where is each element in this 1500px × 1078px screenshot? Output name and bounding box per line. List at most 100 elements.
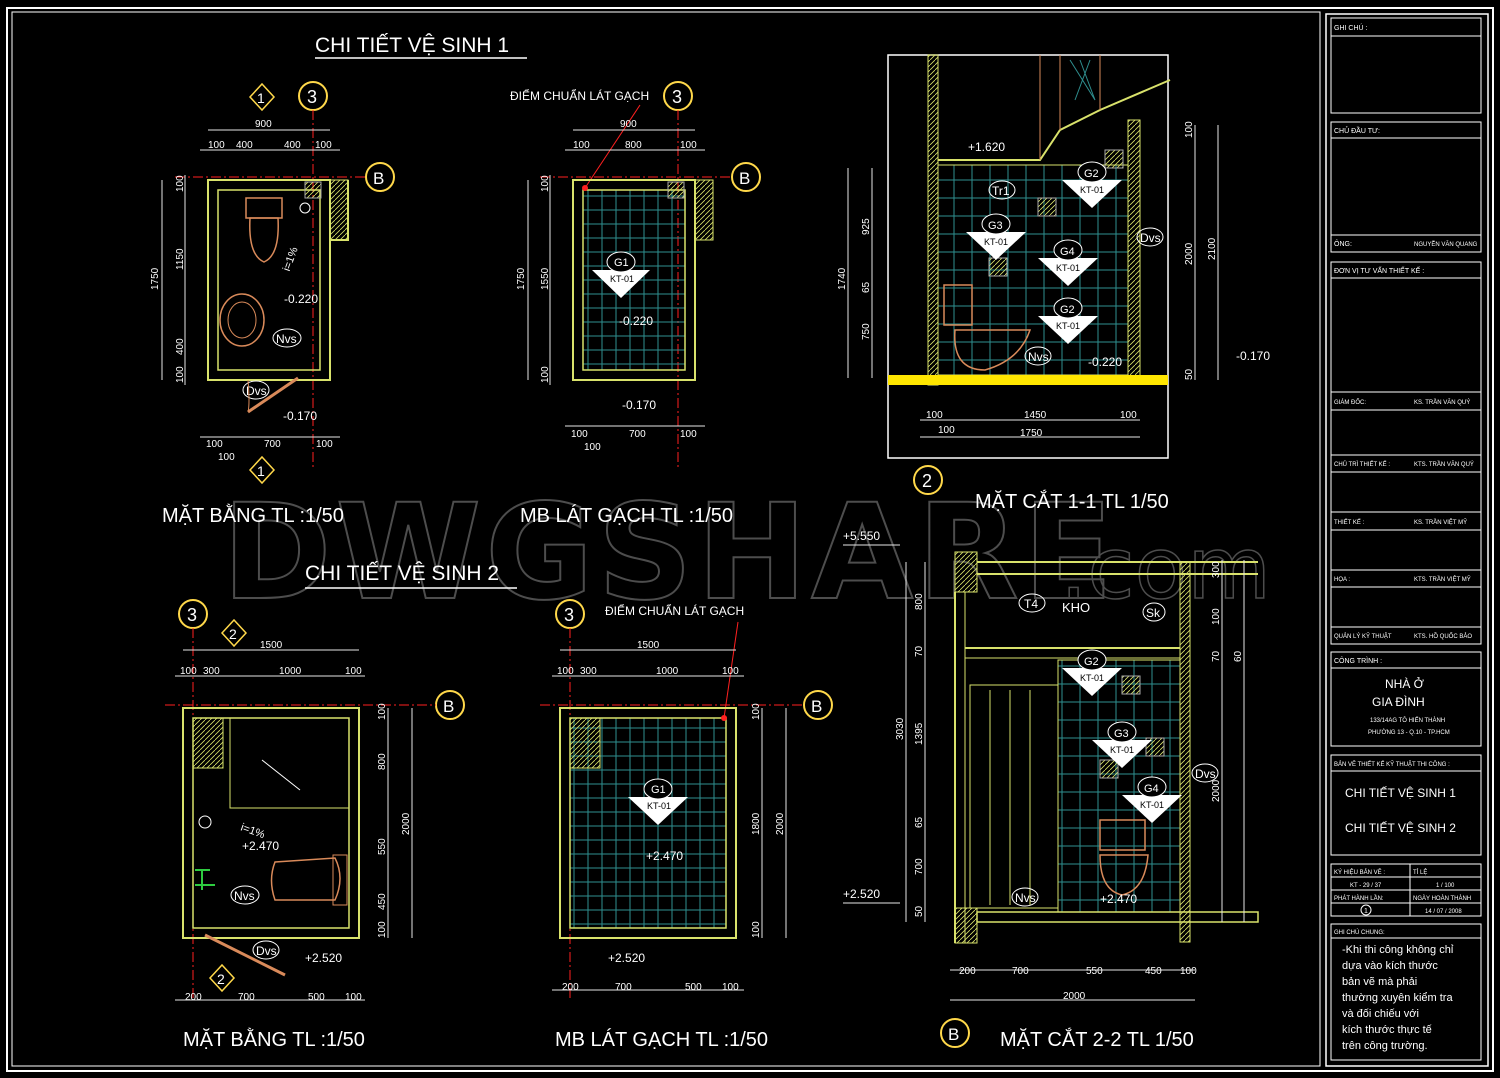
label-section1-plan-dim_bottom-1: 700 xyxy=(264,439,281,450)
label-section2-section-dims_right-2: 70 xyxy=(1211,650,1222,662)
label-section2-plan-cut_2: 2 xyxy=(229,626,237,642)
label-section2-plan-dim_bottom-3: 100 xyxy=(345,992,362,1003)
drawing-border xyxy=(11,11,1321,1067)
label-titleblock-ct_name2: GIA ĐÌNH xyxy=(1372,694,1425,709)
label-section2-tile-dim_right_parts-0: 100 xyxy=(751,703,762,720)
label-section2-section-dims_right-3: 60 xyxy=(1233,650,1244,662)
label-section1-section-dims_bottom-2: 100 xyxy=(1120,410,1137,421)
label-titleblock-ong: ÔNG: xyxy=(1334,239,1352,248)
label-section2-tile-dim_bottom-2: 500 xyxy=(685,982,702,993)
label-section1-plan-dim_top: 900 xyxy=(255,119,272,130)
label-section2-section-dims_bottom-1: 700 xyxy=(1012,966,1029,977)
label-section2-tile-dim_right_parts-1: 1800 xyxy=(751,812,762,835)
label-section2-tile-elev2: +2.520 xyxy=(608,951,645,965)
label-section2-section-tags-2-c: KT-01 xyxy=(1140,800,1164,810)
label-section2-tile-dim_bottom-1: 700 xyxy=(615,982,632,993)
label-section2-tile-dim_top_parts-0: 100 xyxy=(557,666,574,677)
label-titleblock-phat_hanh_val: 1 xyxy=(1364,908,1368,915)
label-section2-section-dims_left_total: 3030 xyxy=(895,717,906,740)
plan2: 3 2 B i=1% +2.470 Nvs Dvs +2.520 2 1500 … xyxy=(165,599,465,1003)
label-section2-section-lbl_sk: Sk xyxy=(1146,606,1161,620)
floor-slab-highlight xyxy=(888,375,1168,385)
label-titleblock-ti_le_val: 1 / 100 xyxy=(1436,883,1455,889)
label-section2-section-dims_bottom-2: 550 xyxy=(1086,966,1103,977)
label-section1-section-tags-3-c: KT-01 xyxy=(1056,321,1080,331)
label-section1-plan-dim_left: 1750 xyxy=(150,267,161,290)
label-titleblock-ti_le: TỈ LỆ xyxy=(1413,868,1427,876)
label-section2-plan-elev1: +2.470 xyxy=(242,839,279,853)
label-section2-section-tags-0-c: KT-01 xyxy=(1080,673,1104,683)
label-section1-plan-dim_top_parts-3: 100 xyxy=(315,140,332,151)
label-titleblock-chu_dau_tu: CHỦ ĐẦU TƯ: xyxy=(1334,125,1380,135)
label-section1-section-lbl_dvs: Dvs xyxy=(1140,231,1161,245)
label-section2-tile-tag: G1 xyxy=(651,784,666,796)
label-titleblock-note-0: -Khi thi công không chỉ xyxy=(1342,944,1454,956)
label-section2-section-lbl_kho: KHO xyxy=(1062,600,1090,615)
label-section1-section-elev_out: -0.170 xyxy=(1236,349,1270,363)
label-section2-plan-lbl_dvs: Dvs xyxy=(256,944,277,958)
label-section2-section-elev_out: +2.520 xyxy=(843,887,880,901)
label-section1-plan-dim_bottom-3: 100 xyxy=(218,452,235,463)
label-section2-section-tags-1-t: G3 xyxy=(1114,728,1129,740)
label-section1-section-dims_left-0: 925 xyxy=(861,218,872,235)
section22: +5.550 T4 KHO Sk Dvs Nvs +2.470 +2.520 xyxy=(843,529,1259,1048)
label-section1-section-dims_right-2: 2100 xyxy=(1207,237,1218,260)
label-section2-section-dims_left-4: 700 xyxy=(914,858,925,875)
toilet-section2-icon xyxy=(1099,854,1149,896)
label-section2-tile-axis_B: B xyxy=(811,697,822,716)
title-block: GHI CHÚ : CHỦ ĐẦU TƯ: ÔNG: NGUYỄN VĂN QU… xyxy=(1325,13,1489,1067)
label-section1-tile-axis_3: 3 xyxy=(672,87,682,107)
label-section1-tile-dim_top_parts-0: 100 xyxy=(573,140,590,151)
label-titleblock-ct_addr2: PHƯỜNG 13 - Q.10 - TP.HCM xyxy=(1368,729,1450,736)
label-section1-section-dims_right-1: 2000 xyxy=(1184,242,1195,265)
label-titleblock-ky_hieu: KÝ HIỆU BẢN VẼ : xyxy=(1334,868,1385,876)
label-section1-plan-dim_left_parts-0: 100 xyxy=(175,175,186,192)
label-section1-tile-dim_left: 1750 xyxy=(516,267,527,290)
label-section2-section-axis_B: B xyxy=(948,1025,959,1044)
label-section1-section-elev_top: +1.620 xyxy=(968,140,1005,154)
label-section1-tile-dim_top_parts-1: 800 xyxy=(625,140,642,151)
label-titleblock-note-2: bản vẽ mà phải xyxy=(1342,976,1417,988)
label-section1-section-tags-0-c: KT-01 xyxy=(1080,185,1104,195)
label-section2-plan-elev2: +2.520 xyxy=(305,951,342,965)
label-titleblock-giam_doc_name: KS. TRẦN VĂN QUÝ xyxy=(1414,399,1470,406)
label-titleblock-ngay_val: 14 / 07 / 2008 xyxy=(1425,909,1462,915)
label-section2-plan-dim_bottom-0: 200 xyxy=(185,992,202,1003)
label-titleblock-ct_name1: NHÀ Ở xyxy=(1385,676,1425,691)
label-section2-section-dims_left-5: 50 xyxy=(914,905,925,917)
label-section2-plan-dim_top_parts-3: 100 xyxy=(345,666,362,677)
sheet-border xyxy=(6,7,1494,1072)
label-titleblock-ong_name: NGUYỄN VĂN QUANG xyxy=(1414,241,1478,248)
label-section1-section-dims_right-3: 50 xyxy=(1184,368,1195,380)
label-section2-section-elev_floor: +2.470 xyxy=(1100,892,1137,906)
label-section2-section-dims_left-3: 65 xyxy=(914,816,925,828)
label-section1-section-tags-3-t: G2 xyxy=(1060,304,1075,316)
section22-title: MẶT CẮT 2-2 TL 1/50 xyxy=(1000,1027,1194,1051)
tileplan2-title: MB LÁT GẠCH TL :1/50 xyxy=(555,1028,768,1051)
label-section1-plan-dim_bottom-2: 100 xyxy=(316,439,333,450)
label-section1-tile-code: KT-01 xyxy=(610,274,634,284)
label-section2-section-tags-0-t: G2 xyxy=(1084,656,1099,668)
label-section2-plan-dim_right_parts-3: 450 xyxy=(377,893,388,910)
label-section2-tile-elev1: +2.470 xyxy=(646,849,683,863)
label-section2-plan-dim_top_parts-2: 1000 xyxy=(279,666,302,677)
label-section2-tile-code: KT-01 xyxy=(647,801,671,811)
label-section2-plan-dim_right_parts-2: 550 xyxy=(377,838,388,855)
section11: +1.620 Tr1 Dvs Nvs -0.220 -0.170 G2KT-01… xyxy=(837,54,1270,495)
cut-marker-1-bottom xyxy=(248,455,276,485)
label-section2-section-dims_bottom-3: 450 xyxy=(1145,966,1162,977)
label-section2-plan-axis_B: B xyxy=(443,697,454,716)
label-section1-tile-elev2: -0.170 xyxy=(622,398,656,412)
label-section2-plan-dim_right_parts-0: 100 xyxy=(377,703,388,720)
label-section1-section-tags-1-t: G3 xyxy=(988,220,1003,232)
tileplan1-title: MB LÁT GẠCH TL :1/50 xyxy=(520,504,733,527)
sink-icon xyxy=(219,293,265,347)
label-section2-plan-dim_bottom-2: 500 xyxy=(308,992,325,1003)
label-section1-section-tags-0-t: G2 xyxy=(1084,168,1099,180)
label-section1-tile-dim_bottom-3: 100 xyxy=(584,442,601,453)
label-section2-plan-axis_3: 3 xyxy=(187,605,197,625)
label-section1-section-lbl_tr1: Tr1 xyxy=(992,184,1010,198)
label-section2-plan-dim_top_parts-1: 300 xyxy=(203,666,220,677)
label-section2-section-tags-2-t: G4 xyxy=(1144,783,1159,795)
